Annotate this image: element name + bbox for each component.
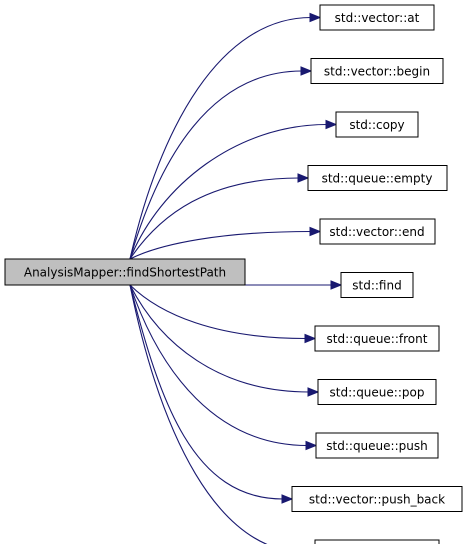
call-nodes: AnalysisMapper::findShortestPath std::ve… — [4, 4, 463, 544]
callee-node-std-queue-push[interactable]: std::queue::push — [315, 432, 439, 459]
callee-node-box — [319, 4, 435, 31]
callee-node-std-queue-empty[interactable]: std::queue::empty — [307, 165, 448, 191]
call-edge-std-queue-front — [129, 284, 307, 340]
callee-node-box — [317, 379, 437, 405]
callee-node-box — [310, 58, 444, 84]
callee-node-label: std::vector::end — [329, 225, 424, 239]
callee-node-label: std::queue::empty — [322, 172, 433, 186]
call-edge-std-vector-end — [129, 230, 312, 260]
callee-node-label: std::vector::at — [335, 11, 420, 25]
callee-node-box — [314, 325, 440, 352]
callee-node-std-vector-at[interactable]: std::vector::at — [319, 4, 435, 31]
call-edge-std-copy — [129, 123, 328, 260]
callee-node-box — [291, 486, 463, 512]
root-node-box — [4, 258, 246, 286]
callee-node-label: std::vector::begin — [324, 65, 430, 79]
callee-node-label: std::vector::push_back — [309, 493, 445, 507]
callee-node-std-vector-size[interactable]: std::vector::size — [314, 539, 440, 544]
call-arrowhead-std-queue-front — [304, 333, 317, 344]
call-edge-std-queue-push — [129, 284, 308, 447]
callee-node-box — [340, 272, 414, 298]
callee-node-std-copy[interactable]: std::copy — [335, 111, 419, 138]
callee-node-label: std::queue::push — [326, 439, 427, 453]
call-arrowhead-std-vector-at — [309, 12, 322, 23]
call-arrowhead-std-copy — [325, 119, 338, 130]
call-arrowhead-std-find — [330, 280, 343, 290]
call-edge-std-vector-at — [129, 16, 312, 260]
callee-node-label: std::copy — [349, 118, 404, 132]
call-arrowhead-std-queue-pop — [307, 387, 320, 397]
call-edge-std-queue-empty — [129, 177, 300, 260]
call-arrowhead-std-queue-empty — [297, 173, 310, 183]
root-node-label: AnalysisMapper::findShortestPath — [24, 266, 226, 280]
callee-node-std-queue-front[interactable]: std::queue::front — [314, 325, 440, 352]
callee-node-label: std::find — [352, 279, 401, 293]
callee-node-std-vector-end[interactable]: std::vector::end — [319, 218, 436, 245]
callee-node-label: std::queue::pop — [330, 386, 425, 400]
call-edge-std-queue-pop — [129, 284, 310, 393]
call-edge-std-vector-size — [129, 284, 268, 544]
callee-node-std-find[interactable]: std::find — [340, 272, 414, 298]
root-node[interactable]: AnalysisMapper::findShortestPath — [4, 258, 246, 286]
callee-node-box — [307, 165, 448, 191]
callee-node-std-queue-pop[interactable]: std::queue::pop — [317, 379, 437, 405]
callee-node-box — [315, 432, 439, 459]
call-arrowhead-std-vector-push-back — [281, 494, 294, 504]
call-arrowhead-std-vector-begin — [300, 66, 313, 76]
callee-node-box — [319, 218, 436, 245]
call-arrowhead-std-queue-push — [305, 440, 318, 451]
call-edge-std-vector-begin — [129, 70, 303, 260]
call-edge-std-vector-push-back — [129, 284, 284, 500]
callee-node-box — [314, 539, 440, 544]
callee-node-std-vector-begin[interactable]: std::vector::begin — [310, 58, 444, 84]
call-arrowhead-std-vector-end — [309, 226, 322, 237]
call-edges — [129, 12, 343, 544]
callee-node-label: std::queue::front — [327, 332, 428, 346]
callee-node-std-vector-push-back[interactable]: std::vector::push_back — [291, 486, 463, 512]
callee-node-box — [335, 111, 419, 138]
